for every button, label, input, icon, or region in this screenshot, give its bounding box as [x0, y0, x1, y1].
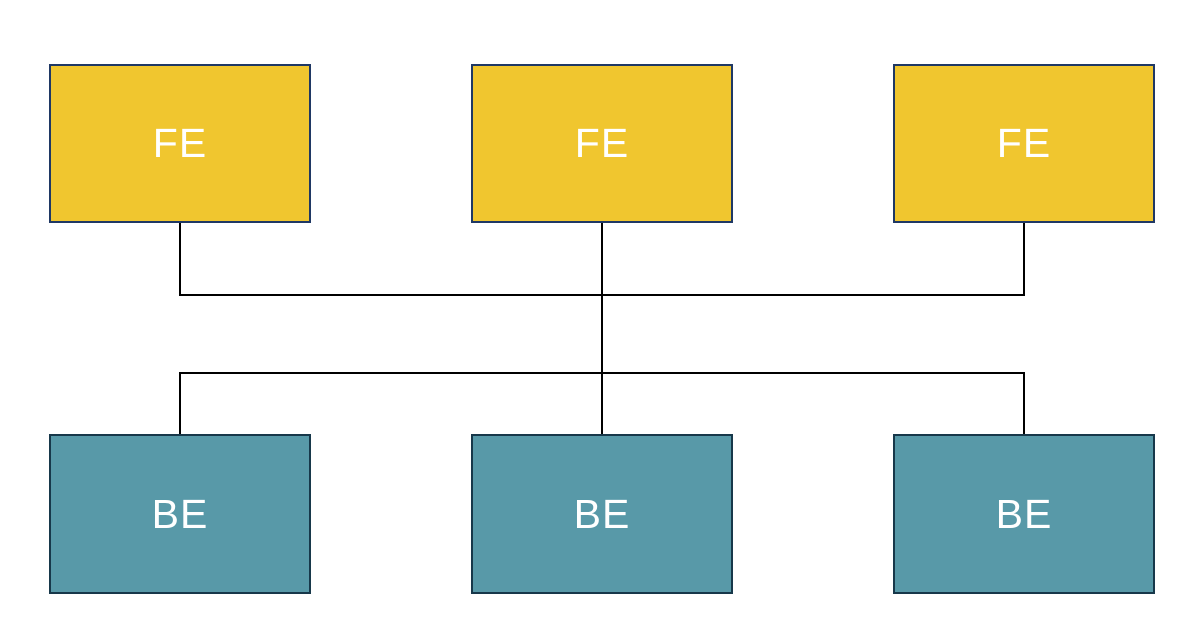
fe-node-2: FE	[471, 64, 733, 223]
be-node-2-label: BE	[573, 490, 631, 537]
fe-node-1-label: FE	[152, 120, 208, 166]
be-node-3: BE	[893, 434, 1155, 594]
be-node-2: BE	[471, 434, 733, 594]
fe-node-2-label: FE	[574, 120, 630, 166]
be-node-1-label: BE	[151, 490, 209, 537]
be-node-3-label: BE	[995, 490, 1053, 537]
fe-node-1: FE	[49, 64, 311, 223]
fe-node-3: FE	[893, 64, 1155, 223]
fe-node-3-label: FE	[996, 120, 1052, 166]
be-node-1: BE	[49, 434, 311, 594]
